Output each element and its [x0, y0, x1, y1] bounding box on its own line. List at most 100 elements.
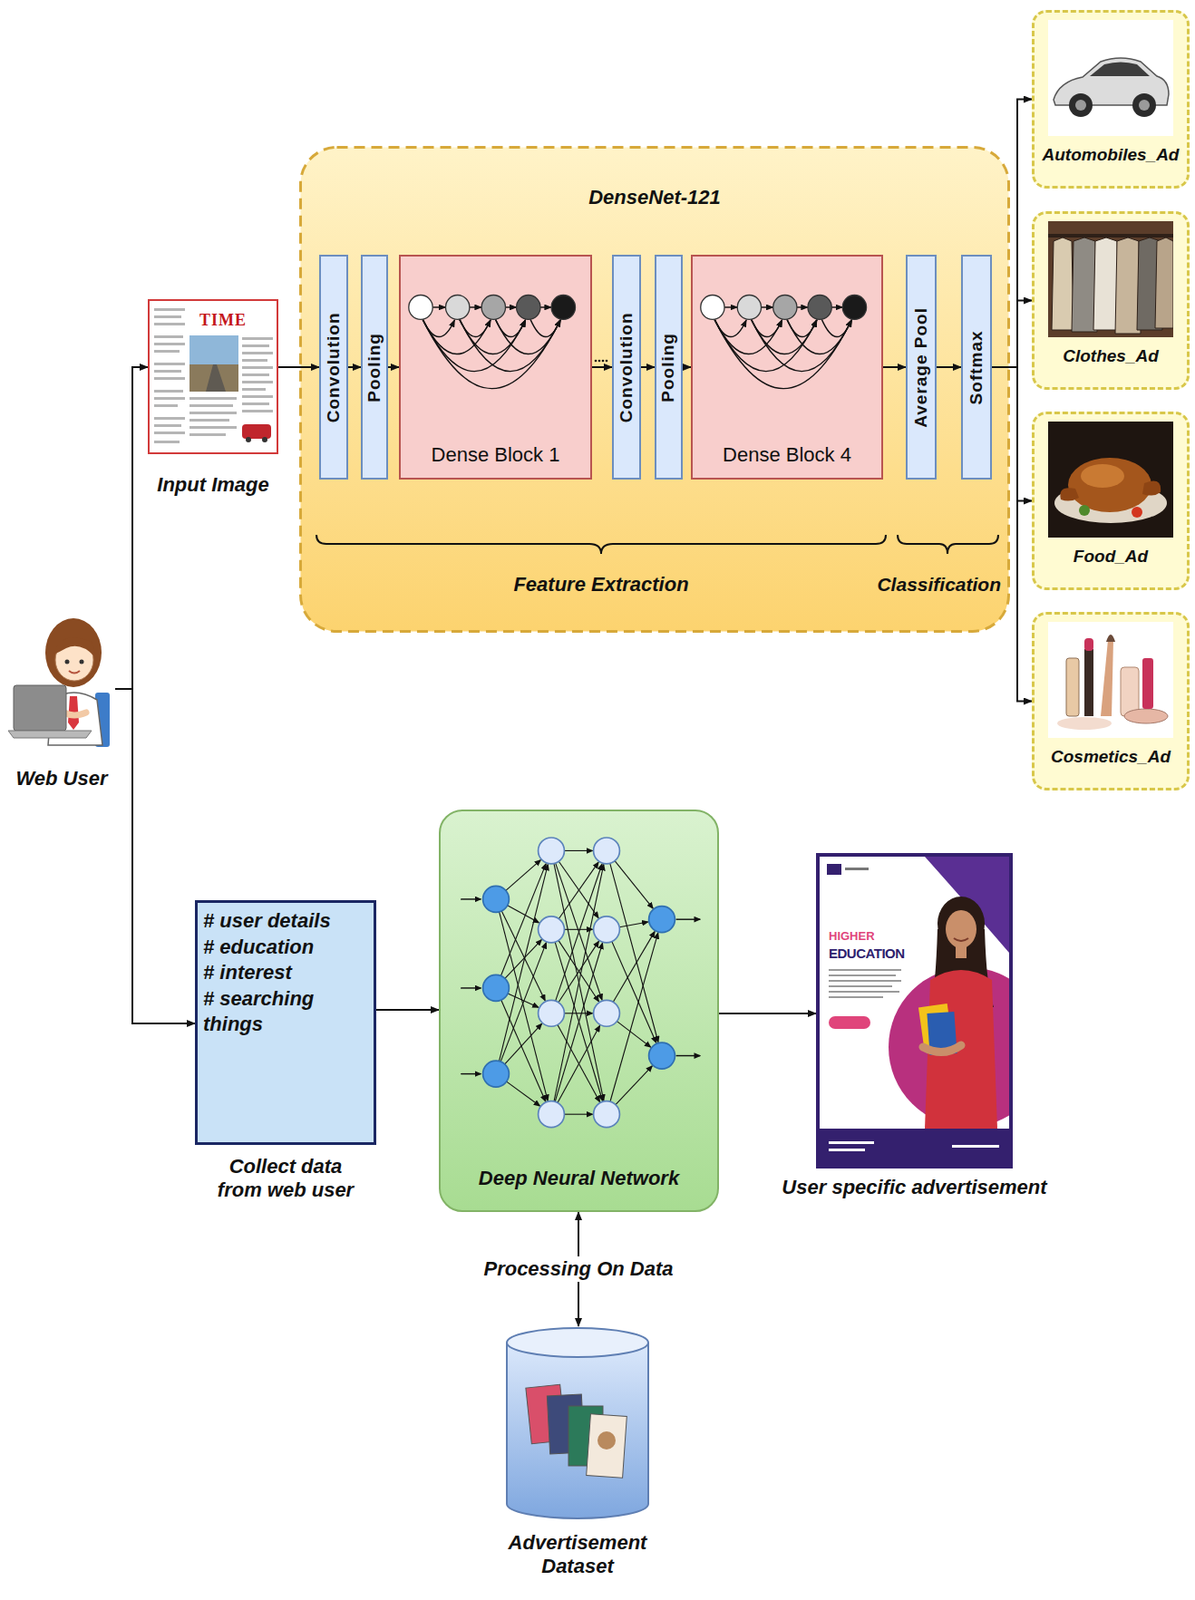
neural-network-graph-part [483, 974, 510, 1001]
connector-arrow [936, 366, 962, 369]
dense-block: Dense Block 1 [398, 254, 593, 480]
magazine-page-part [189, 397, 237, 400]
food-picture-part [1048, 421, 1174, 538]
education-ad-picture-part [828, 990, 900, 993]
dense-connections-part [481, 295, 506, 321]
neural-network-graph-part [558, 941, 599, 1002]
magazine-page-part [242, 344, 270, 348]
brace [316, 534, 886, 554]
neural-network-graph-part [505, 1023, 543, 1065]
neural-network-graph-part [593, 1000, 621, 1027]
connector-arrow [991, 99, 1032, 369]
magazine-page-part [154, 308, 273, 444]
web-user-figure-part [79, 660, 85, 665]
dense-connections-part [408, 295, 433, 321]
web-user: Web User [8, 609, 116, 798]
neural-network-graph-part [563, 929, 593, 931]
caption-text: Web User [15, 767, 107, 791]
connector-arrow [115, 689, 195, 1024]
magazine-page-part [154, 389, 184, 393]
magazine-page-part [189, 335, 239, 365]
dense-connections-part [422, 319, 561, 389]
neural-network-graph-part [563, 850, 593, 852]
neural-network-graph-part [483, 1060, 510, 1088]
web-user-figure-part [65, 660, 70, 665]
magazine-page-part [242, 388, 266, 391]
neural-network-graph-part [616, 1021, 651, 1049]
web-user-figure [8, 609, 116, 759]
list-item: # searching things [203, 986, 369, 1039]
dense-connections-part [807, 295, 832, 321]
cosmetics-picture-part [1100, 640, 1114, 717]
caption-text: User specific advertisement [781, 1175, 1047, 1200]
dense-connections-part [446, 295, 470, 321]
dense-connections-part [469, 306, 482, 308]
database-cylinder-part [506, 1342, 649, 1519]
layer-label: Pooling [658, 332, 680, 403]
car-picture-part [1048, 19, 1174, 137]
caption-text: Automobiles_Ad [1042, 145, 1180, 166]
neural-network-graph-part [649, 1042, 676, 1069]
database-cylinder-part [586, 1414, 628, 1479]
decor-layer-part [602, 359, 605, 363]
magazine-page-part [154, 335, 184, 339]
neural-network-graph-part [538, 1101, 565, 1128]
clothes-picture [1048, 221, 1174, 338]
input-image: Input Image [147, 299, 279, 503]
ad-output: User specific advertisement [816, 853, 1013, 1203]
densenet-frame-shape [301, 147, 1010, 632]
dense-connections-part [530, 319, 561, 337]
neural-network-graph-part [506, 1081, 541, 1107]
neural-network-graph [440, 811, 718, 1211]
car-picture-part [1075, 99, 1087, 111]
magazine-page-part [154, 424, 182, 428]
caption-text: Collect data from web user [206, 1155, 366, 1204]
clothes-picture-part [1051, 237, 1174, 334]
dense-connections-part [737, 295, 761, 321]
education-ad-picture-part [828, 1148, 865, 1152]
caption-text: Food_Ad [1073, 546, 1148, 568]
magazine-page-part [154, 322, 185, 326]
education-ad-picture-part [953, 938, 969, 942]
neural-network-graph-part [554, 942, 603, 1102]
food-picture-part [1080, 464, 1125, 488]
neural-network-graph-part [460, 1073, 481, 1075]
car-picture-part [1132, 93, 1157, 117]
cosmetics-picture-part [1048, 621, 1174, 739]
dense-connections-part [831, 306, 843, 308]
caption-text: Cosmetics_Ad [1050, 747, 1171, 768]
education-ad-picture-part [828, 1141, 875, 1145]
web-user-figure-part [45, 618, 102, 688]
neural-network-graph-part [619, 922, 649, 928]
magazine-page-part [245, 437, 252, 443]
food-picture-part [1068, 457, 1152, 513]
cosmetics-picture-part [1106, 634, 1116, 642]
connector-arrow [592, 366, 613, 369]
brace [897, 534, 999, 554]
list-item: # interest [203, 960, 369, 987]
dense-connections-part [761, 306, 774, 308]
education-ad-picture-part [922, 1045, 962, 1053]
masthead-text: TIME [199, 310, 247, 331]
web-user-figure-part [68, 670, 80, 674]
dense-connections-part [516, 295, 541, 321]
ad-headline: EDUCATION [828, 945, 905, 962]
magazine-page-part [154, 417, 185, 420]
magazine-page-part [154, 342, 185, 346]
neural-network-graph-part [676, 1055, 701, 1057]
dense-connections-part [432, 306, 446, 308]
dense-connections-part [700, 295, 725, 321]
neural-network-graph-part [563, 1114, 593, 1116]
education-ad-picture-part [955, 945, 967, 959]
layer-box: Softmax [961, 254, 992, 480]
dense-connections-part [714, 319, 852, 389]
magazine-page-part [242, 409, 273, 413]
layer-label: Softmax [966, 330, 988, 405]
neural-network-graph-part [460, 987, 481, 989]
database-cylinder-part [506, 1328, 649, 1358]
dense-block: Dense Block 4 [690, 254, 884, 480]
ad-class-box: Automobiles_Ad [1031, 9, 1190, 189]
layer-label: Pooling [364, 332, 386, 403]
cosmetics-picture [1048, 621, 1174, 739]
list-item: # user details [203, 908, 369, 935]
